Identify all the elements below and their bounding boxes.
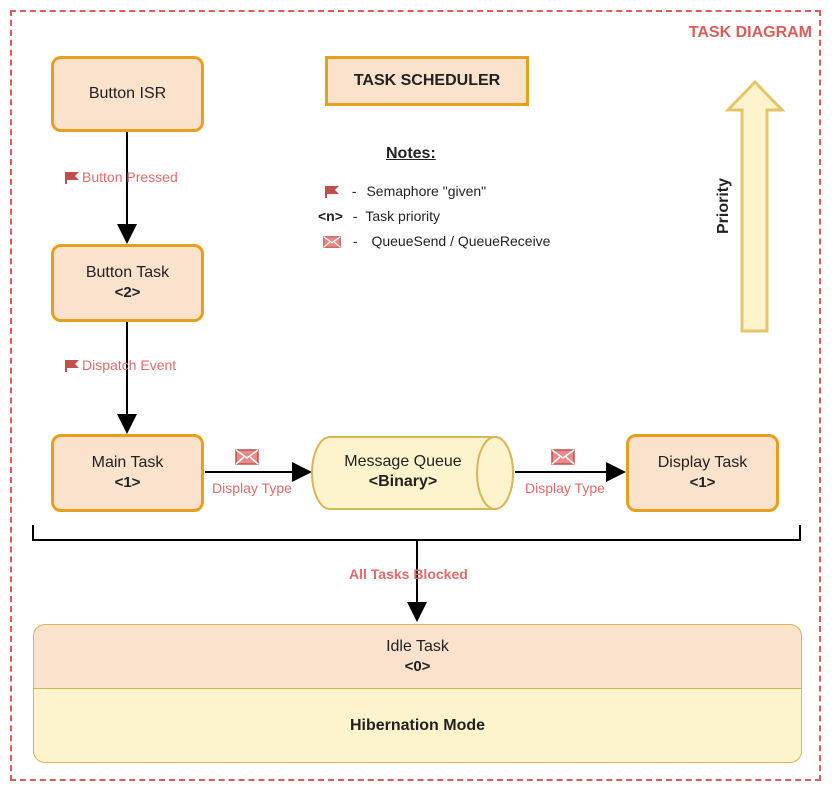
main-task-label: Main Task (91, 454, 164, 471)
button-isr-node: Button ISR (51, 56, 204, 132)
flag-icon (325, 186, 339, 199)
display-type-label-1: Display Type (212, 480, 292, 496)
all-tasks-blocked-label: All Tasks Blocked (349, 566, 468, 582)
note-queue-text: QueueSend / QueueReceive (371, 233, 551, 249)
note-priority-symbol: <n> (318, 208, 343, 224)
button-task-priority: <2> (114, 284, 141, 301)
main-task-priority: <1> (114, 474, 141, 491)
message-queue-text: Message Queue <Binary> (318, 452, 488, 492)
note-dash: - (352, 233, 358, 249)
display-type-label-2: Display Type (525, 480, 605, 496)
priority-label: Priority (715, 178, 732, 235)
frame-title: TASK DIAGRAM (688, 24, 812, 41)
note-priority-text: Task priority (365, 208, 441, 224)
envelope-icon (551, 449, 575, 465)
flag-icon (65, 172, 79, 185)
main-task-node: Main Task <1> (51, 434, 204, 512)
notes-title: Notes: (386, 145, 436, 162)
idle-task-label: Idle Task (386, 638, 449, 655)
flag-icon (65, 360, 79, 373)
button-task-node: Button Task <2> (51, 244, 204, 322)
task-scheduler-title: TASK SCHEDULER (325, 56, 529, 106)
hibernation-mode-label: Hibernation Mode (349, 716, 486, 734)
idle-task-priority: <0> (404, 658, 431, 675)
envelope-icon (323, 236, 341, 249)
dispatch-event-label: Dispatch Event (64, 357, 176, 373)
note-queue: - QueueSend / QueueReceive (323, 233, 550, 249)
dispatch-event-text: Dispatch Event (82, 357, 177, 373)
message-queue-type: <Binary> (368, 473, 438, 490)
button-isr-label: Button ISR (88, 85, 167, 102)
button-pressed-text: Button Pressed (82, 169, 178, 185)
display-task-node: Display Task <1> (626, 434, 779, 512)
note-semaphore: - Semaphore "given" (324, 183, 486, 199)
diagram-frame (10, 10, 821, 781)
envelope-icon (235, 449, 259, 465)
note-priority: <n> - Task priority (318, 208, 440, 224)
display-task-priority: <1> (689, 474, 716, 491)
note-dash: - (352, 208, 358, 224)
note-semaphore-text: Semaphore "given" (366, 183, 487, 199)
display-task-label: Display Task (657, 454, 748, 471)
message-queue-label: Message Queue (344, 453, 462, 470)
idle-task-node: Idle Task <0> (33, 624, 802, 689)
button-pressed-label: Button Pressed (64, 169, 178, 185)
note-dash: - (351, 183, 357, 199)
button-task-label: Button Task (85, 264, 170, 281)
hibernation-mode-node: Hibernation Mode (33, 688, 802, 763)
